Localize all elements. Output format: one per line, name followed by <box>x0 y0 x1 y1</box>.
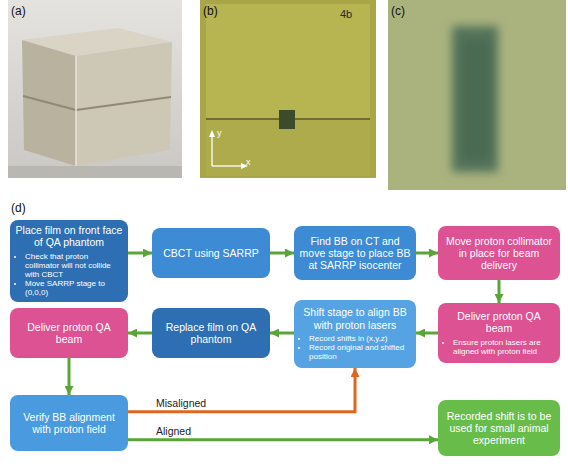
beam-spot <box>452 26 498 172</box>
box-heading: Shift stage to align BB with proton lase… <box>299 306 411 331</box>
process-box: Place film on front face of QA phantomCh… <box>10 220 128 302</box>
process-box: Recorded shift is to be used for small a… <box>438 400 560 456</box>
panel-label: (a) <box>11 4 26 18</box>
process-box: Move proton collimator in place for beam… <box>438 226 560 280</box>
panel-label: y <box>217 128 222 138</box>
bullet-note: Move SARRP stage to (0,0,0) <box>25 279 123 297</box>
box-heading: CBCT using SARRP <box>157 247 265 259</box>
x-axis-arrow <box>212 165 244 166</box>
edge-label: Aligned <box>156 425 191 437</box>
panel-label: 4b <box>340 8 352 20</box>
process-box: Shift stage to align BB with proton lase… <box>294 300 416 368</box>
process-box: Replace film on QA phantom <box>152 308 270 358</box>
bullet-list: Record shifts in (x,y,z)Record original … <box>299 334 411 362</box>
box-heading: Deliver proton QA beam <box>15 321 123 346</box>
edge-label: Misaligned <box>156 397 206 409</box>
box-heading: Verify BB alignment with proton field <box>15 411 123 436</box>
box-heading: Deliver proton QA beam <box>443 310 555 335</box>
bullet-list: Ensure proton lasers are aligned with pr… <box>443 338 555 356</box>
flow-arrow <box>128 252 152 255</box>
photo-background <box>200 0 376 178</box>
process-box: Verify BB alignment with proton field <box>10 395 128 451</box>
panel-label: (c) <box>391 4 405 18</box>
film-upper <box>206 4 370 118</box>
flow-arrow <box>498 280 501 303</box>
panel-label: x <box>246 157 251 167</box>
box-heading: Recorded shift is to be used for small a… <box>443 410 555 447</box>
box-heading: Place film on front face of QA phantom <box>15 224 123 249</box>
flow-arrow <box>270 332 294 335</box>
panel-label: (d) <box>11 201 26 215</box>
bullet-note: Ensure proton lasers are aligned with pr… <box>453 338 555 356</box>
phantom-edge <box>75 56 77 166</box>
box-heading: Move proton collimator in place for beam… <box>443 235 555 272</box>
phantom-split-line <box>23 96 171 110</box>
box-heading: Find BB on CT and move stage to place BB… <box>299 235 411 272</box>
photo-background <box>8 0 182 178</box>
flow-arrow <box>416 332 438 335</box>
flow-arrow <box>128 368 355 412</box>
beam-core <box>462 40 490 160</box>
flow-arrow <box>128 332 152 335</box>
bullet-list: Check that proton collimator will not co… <box>15 252 123 298</box>
process-box: CBCT using SARRP <box>152 228 270 278</box>
flow-arrow <box>68 358 71 395</box>
process-box: Deliver proton QA beamEnsure proton lase… <box>438 303 560 363</box>
flow-arrow <box>270 252 294 255</box>
box-heading: Replace film on QA phantom <box>157 321 265 346</box>
panel-label: (b) <box>203 4 218 18</box>
y-axis-arrow <box>211 134 212 166</box>
arrow-head <box>209 130 215 137</box>
photo-background <box>388 0 566 190</box>
table-surface <box>8 166 182 178</box>
bb-mark <box>279 110 295 129</box>
bullet-note: Record shifts in (x,y,z) <box>309 334 411 343</box>
bullet-note: Record original and shifted position <box>309 343 411 361</box>
process-box: Find BB on CT and move stage to place BB… <box>294 226 416 280</box>
flow-arrow <box>416 252 438 255</box>
process-box: Deliver proton QA beam <box>10 308 128 358</box>
flow-arrow <box>128 438 438 441</box>
bullet-note: Check that proton collimator will not co… <box>25 252 123 280</box>
